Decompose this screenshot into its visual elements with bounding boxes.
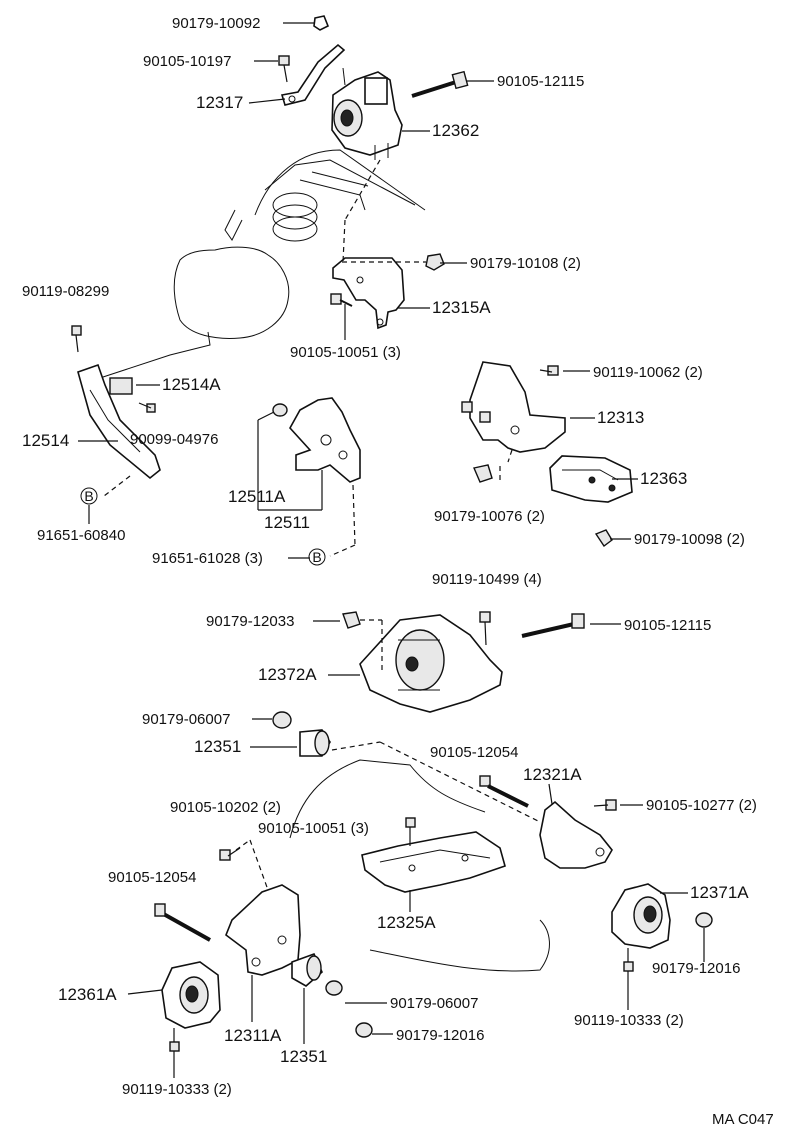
part-callout: 12511A	[228, 487, 286, 506]
mount-12372A	[342, 611, 585, 713]
part-callout: 90105-12115	[497, 73, 584, 90]
engine-outline	[99, 149, 426, 379]
part-callout: 90179-10098 (2)	[634, 531, 745, 548]
leader-line	[127, 989, 163, 995]
bushing-12351-lower	[291, 952, 373, 1038]
part-callout: 90119-10333 (2)	[574, 1012, 684, 1029]
part-callout: 12351	[280, 1047, 327, 1066]
bushing-12351-upper	[272, 711, 331, 757]
mount-12361A	[161, 961, 221, 1078]
part-callout: 12317	[196, 93, 243, 112]
part-callout: 90119-10062 (2)	[593, 364, 703, 381]
bracket-12514	[71, 325, 161, 480]
part-callout: 12372A	[258, 665, 317, 684]
part-callout: 90105-10051 (3)	[290, 344, 401, 361]
bracket-12311A	[154, 847, 301, 976]
part-callout: 90179-10076 (2)	[434, 508, 545, 525]
part-callout: 90105-10051 (3)	[258, 820, 369, 837]
part-callout: 90179-12016	[396, 1027, 484, 1044]
part-callout: 12363	[640, 469, 687, 488]
part-callout: 90105-12115	[624, 617, 711, 634]
part-callout: 12371A	[690, 883, 749, 902]
part-callout: 90105-12054	[108, 869, 196, 886]
part-callout: 90179-10092	[172, 15, 260, 32]
bolt-top-group	[278, 15, 469, 98]
part-callout: 12511	[264, 513, 310, 532]
b-circles: B B	[80, 487, 326, 566]
part-callout: 90179-06007	[142, 711, 230, 728]
callout-labels: 90179-10092 90105-10197 12317 90105-12115 12…	[22, 15, 774, 1128]
part-callout: 90179-06007	[390, 995, 478, 1012]
part-callout: 12315A	[432, 298, 491, 317]
part-callout: MA C047	[712, 1111, 774, 1128]
part-callout: 90119-08299	[22, 283, 109, 300]
frame-outline	[289, 759, 550, 972]
mount-12362	[331, 67, 403, 160]
part-callout: 12321A	[523, 765, 582, 784]
leader-line	[248, 98, 286, 104]
bracket-12313	[461, 361, 566, 483]
part-callout: 12311A	[224, 1026, 282, 1045]
part-callout: 91651-61028 (3)	[152, 550, 263, 567]
plate-12325A	[361, 817, 506, 893]
part-callout: 90105-10202 (2)	[170, 799, 281, 816]
part-callout: 90179-10108 (2)	[470, 255, 581, 272]
part-callout: 90179-12016	[652, 960, 740, 977]
mount-12363	[549, 455, 633, 548]
bracket-12317	[280, 43, 346, 106]
part-callout: 12325A	[377, 913, 436, 932]
part-callout: 90119-10499 (4)	[432, 571, 542, 588]
part-callout: 90119-10333 (2)	[122, 1081, 232, 1098]
part-callout: 91651-60840	[37, 527, 125, 544]
circle-label-b2: B	[312, 549, 321, 565]
part-callout: 90105-10277 (2)	[646, 797, 757, 814]
part-callout: 12313	[597, 408, 644, 427]
part-callout: 12514	[22, 431, 69, 450]
part-callout: 90105-12054	[430, 744, 518, 761]
bracket-12511	[272, 397, 361, 483]
part-callout: 90105-10197	[143, 53, 231, 70]
mount-12371A	[611, 883, 713, 1010]
part-callout: 90099-04976	[130, 431, 218, 448]
part-callout: 12351	[194, 737, 241, 756]
part-callout: 12362	[432, 121, 479, 140]
circle-label-b1: B	[84, 488, 93, 504]
part-callout: 12514A	[162, 375, 221, 394]
part-callout: 12361A	[58, 985, 117, 1004]
part-callout: 90179-12033	[206, 613, 294, 630]
bracket-12315A	[330, 253, 445, 340]
bracket-12321A	[479, 775, 617, 869]
